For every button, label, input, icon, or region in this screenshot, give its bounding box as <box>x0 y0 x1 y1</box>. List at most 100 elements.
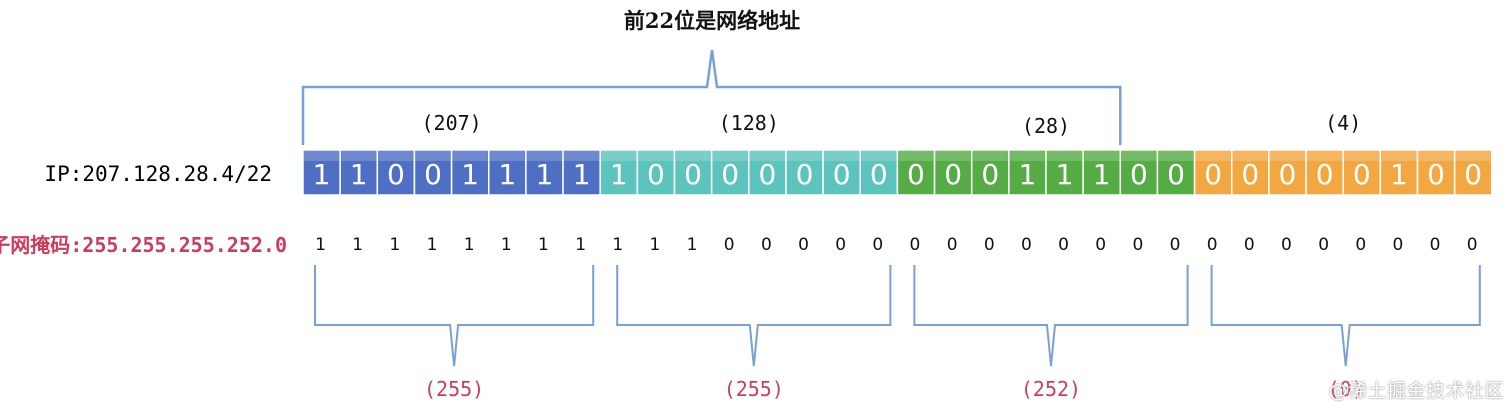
octet-decimal-labels: (207)(128)(28)(4) <box>421 111 1361 138</box>
ip-bit-value: 1 <box>461 158 479 191</box>
mask-bit-value: 0 <box>1058 235 1069 255</box>
ip-bit-highlight <box>1344 151 1380 161</box>
ip-bit-value: 1 <box>350 158 368 191</box>
mask-bit-value: 1 <box>538 235 549 255</box>
mask-bit-value: 0 <box>1281 235 1292 255</box>
ip-bit-highlight <box>638 151 674 161</box>
mask-bit-value: 1 <box>501 235 512 255</box>
ip-bit-highlight <box>489 151 525 161</box>
octet-decimal-label: (28) <box>1022 114 1070 138</box>
ip-bit-highlight <box>1195 151 1231 161</box>
ip-bit-value: 1 <box>1093 158 1111 191</box>
ip-bit-value: 0 <box>1316 158 1334 191</box>
ip-bit-value: 0 <box>1353 158 1371 191</box>
ip-bit-cell <box>339 149 379 196</box>
ip-bit-value: 1 <box>498 158 516 191</box>
mask-bit-value: 1 <box>650 235 661 255</box>
ip-bit-value: 1 <box>313 158 331 191</box>
ip-bit-highlight <box>1084 151 1120 161</box>
mask-decimal-label: (252) <box>1021 377 1081 401</box>
mask-decimal-label: (0) <box>1328 377 1364 401</box>
ip-bit-cell <box>673 149 713 196</box>
ip-bit-value: 0 <box>944 158 962 191</box>
mask-bit-value: 0 <box>1430 235 1441 255</box>
ip-bit-highlight <box>415 151 451 161</box>
mask-bit-value: 0 <box>1095 235 1106 255</box>
ip-bit-value: 0 <box>1204 158 1222 191</box>
mask-bit-value: 0 <box>1132 235 1143 255</box>
ip-bit-value: 0 <box>1241 158 1259 191</box>
ip-bit-highlight <box>1121 151 1157 161</box>
ip-bit-value: 1 <box>1056 158 1074 191</box>
ip-bit-highlight <box>601 151 637 161</box>
mask-decimal-label: (255) <box>724 377 784 401</box>
ip-bit-value: 0 <box>1279 158 1297 191</box>
ip-bit-cell <box>636 149 676 196</box>
ip-bit-cell <box>822 149 861 196</box>
mask-bit-value: 0 <box>1207 235 1218 255</box>
ip-bit-highlight <box>1047 151 1083 161</box>
ip-bit-highlight <box>1009 151 1045 161</box>
ip-bit-highlight <box>378 151 414 161</box>
ip-bit-cell <box>1268 149 1307 196</box>
ip-bit-cell <box>488 149 527 196</box>
ip-bit-value: 0 <box>721 158 739 191</box>
network-prefix-label: 前22位是网络地址 <box>624 8 800 33</box>
mask-bit-value: 1 <box>612 235 623 255</box>
mask-bit-value: 1 <box>352 235 363 255</box>
ip-bit-cell <box>748 149 787 196</box>
ip-bit-cell <box>970 149 1010 196</box>
ip-bit-highlight <box>824 151 860 161</box>
ip-bit-value: 0 <box>833 158 851 191</box>
ip-bit-cell <box>1416 149 1456 196</box>
ip-bit-value: 0 <box>758 158 776 191</box>
ip-bit-highlight <box>526 151 563 161</box>
ip-bit-cell <box>599 149 639 196</box>
mask-octet-brace <box>616 265 892 367</box>
ip-bit-cell <box>1045 149 1084 196</box>
ip-bit-highlight <box>1307 151 1343 161</box>
octet-decimal-label: (4) <box>1325 111 1361 135</box>
ip-bit-value: 0 <box>684 158 702 191</box>
ip-bit-value: 0 <box>870 158 888 191</box>
ip-bit-cell <box>1453 149 1493 196</box>
mask-bit-value: 0 <box>798 235 809 255</box>
ip-bit-highlight <box>1455 151 1491 161</box>
mask-decimal-labels: (255) (255) (252) (0) <box>424 377 1364 401</box>
mask-bit-value: 1 <box>427 235 438 255</box>
ip-bit-highlight <box>1418 151 1454 161</box>
mask-bit-value: 0 <box>1355 235 1366 255</box>
ip-bit-value: 1 <box>1390 158 1408 191</box>
ip-bit-highlight <box>861 151 897 161</box>
mask-octet-brace <box>314 265 595 367</box>
mask-bit-value: 1 <box>464 235 475 255</box>
ip-bit-highlight <box>712 151 748 161</box>
ip-bit-cell <box>1342 149 1382 196</box>
ip-bit-cell <box>710 149 750 196</box>
ip-bit-highlight <box>898 151 934 161</box>
mask-bit-value: 1 <box>315 235 326 255</box>
ip-bit-cell <box>1379 149 1419 196</box>
mask-octet-braces <box>314 265 1481 367</box>
ip-bit-value: 0 <box>1167 158 1185 191</box>
ip-bit-value: 0 <box>387 158 405 191</box>
ip-bit-highlight <box>304 151 340 161</box>
mask-decimal-label: (255) <box>424 377 484 401</box>
ip-bit-value: 0 <box>907 158 925 191</box>
ip-bit-highlight <box>341 151 377 161</box>
ip-bit-value: 1 <box>573 158 591 191</box>
mask-bit-value: 0 <box>1467 235 1478 255</box>
ip-bit-cell <box>785 149 824 196</box>
ip-bit-highlight <box>1381 151 1417 161</box>
ip-bit-value: 0 <box>647 158 665 191</box>
mask-octet-brace <box>1210 265 1481 367</box>
mask-bit-value: 0 <box>724 235 735 255</box>
ip-bit-cell <box>1082 149 1122 196</box>
mask-bit-value: 0 <box>872 235 883 255</box>
ip-bit-highlight <box>1232 151 1268 161</box>
ip-bit-highlight <box>1158 151 1194 161</box>
ip-bit-cell <box>1008 149 1047 196</box>
